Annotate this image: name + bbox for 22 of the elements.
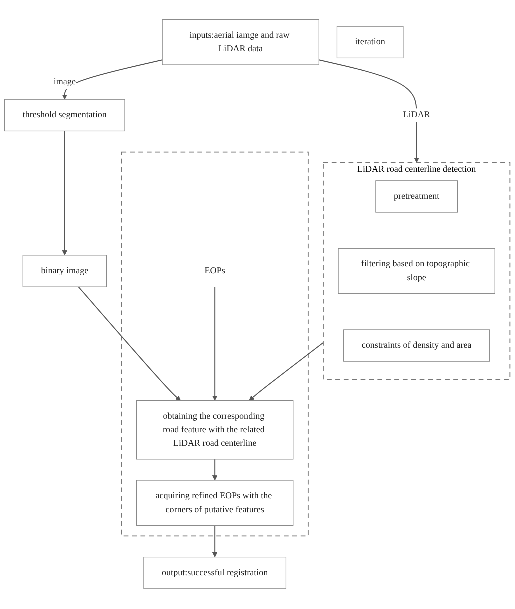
node-box: filtering based on topographic slope bbox=[338, 248, 496, 294]
arrow bbox=[212, 525, 218, 558]
node-box: iteration bbox=[336, 26, 404, 59]
arrow bbox=[62, 60, 164, 100]
node-box: constraints of density and area bbox=[344, 330, 490, 362]
node-text: EOPs bbox=[204, 266, 226, 276]
arrow bbox=[62, 130, 68, 256]
arrow bbox=[78, 286, 181, 402]
arrow bbox=[212, 459, 218, 481]
edge-label: LiDAR bbox=[403, 110, 430, 120]
arrow bbox=[212, 286, 218, 402]
node-box: binary image bbox=[22, 255, 107, 288]
node-box: obtaining the corresponding road feature with the related LiDAR road centerline bbox=[136, 400, 294, 460]
node-box: pretreatment bbox=[376, 180, 458, 213]
cluster bbox=[121, 152, 309, 537]
node-box: inputs:aerial iamge and raw LiDAR data bbox=[162, 20, 320, 66]
node-box: acquiring refined EOPs with the corners of putative features bbox=[136, 480, 294, 526]
node-box: threshold segmentation bbox=[4, 99, 126, 132]
arrow bbox=[249, 342, 324, 402]
node-box: output:successful registration bbox=[144, 557, 287, 590]
arrow bbox=[318, 60, 420, 164]
edge-label: image bbox=[54, 77, 76, 88]
